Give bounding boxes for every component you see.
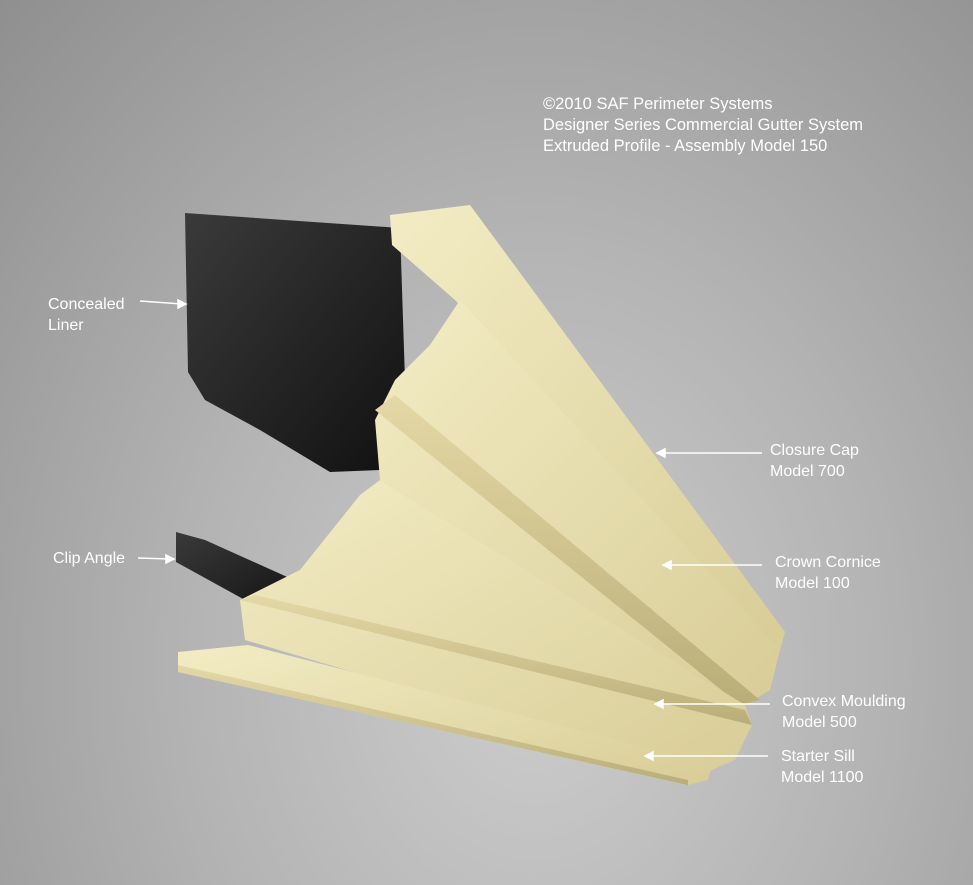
label-line: Liner: [48, 317, 84, 334]
label-line: Convex Moulding: [782, 693, 906, 710]
label-starter-sill: Starter Sill Model 1100: [781, 746, 863, 788]
callout-arrows: [137, 298, 770, 762]
title-block: ©2010 SAF Perimeter Systems Designer Ser…: [543, 94, 863, 157]
label-clip-angle: Clip Angle: [53, 548, 125, 569]
label-line: Starter Sill: [781, 748, 855, 765]
title-line-3: Extruded Profile - Assembly Model 150: [543, 137, 828, 155]
label-line: Clip Angle: [53, 550, 126, 567]
label-concealed-liner: Concealed Liner: [48, 294, 125, 336]
label-line: Closure Cap: [770, 442, 859, 459]
label-line: Model 700: [770, 463, 845, 480]
convex-moulding: [240, 480, 752, 775]
label-crown-cornice: Crown Cornice Model 100: [775, 552, 881, 594]
closure-cap: [390, 205, 785, 650]
crown-cornice: [375, 300, 780, 705]
label-line: Concealed: [48, 296, 125, 313]
starter-sill: [178, 645, 712, 785]
label-line: Model 1100: [781, 769, 864, 786]
label-closure-cap: Closure Cap Model 700: [770, 440, 859, 482]
label-line: Model 100: [775, 575, 850, 592]
title-line-1: ©2010 SAF Perimeter Systems: [543, 95, 773, 113]
label-convex-moulding: Convex Moulding Model 500: [782, 691, 906, 733]
title-line-2: Designer Series Commercial Gutter System: [543, 116, 864, 134]
label-line: Model 500: [782, 714, 857, 731]
label-line: Crown Cornice: [775, 554, 881, 571]
concealed-liner: [185, 213, 405, 472]
